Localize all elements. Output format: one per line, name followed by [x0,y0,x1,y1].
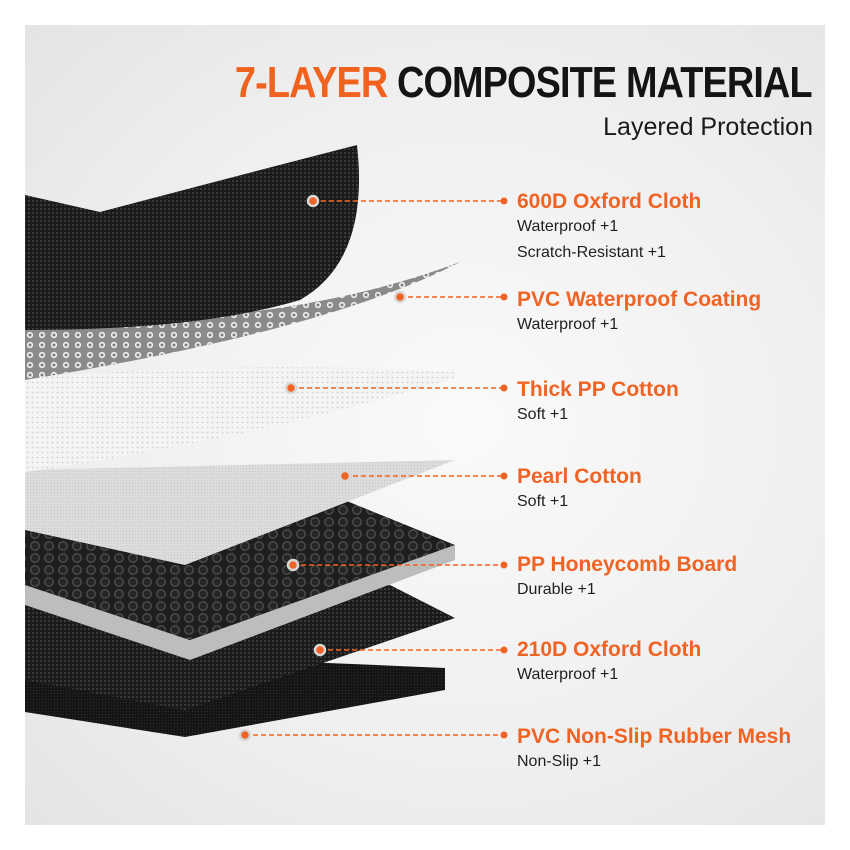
layer-feature: Soft +1 [517,406,569,423]
layer-name: 600D Oxford Cloth [517,190,702,213]
label-honeycomb: PP Honeycomb Board Durable +1 [517,553,737,603]
layer-name: Thick PP Cotton [517,378,679,401]
label-600d-oxford: 600D Oxford Cloth Waterproof +1 Scratch-… [517,190,701,266]
page-title: 7-LAYER COMPOSITE MATERIAL [235,58,813,108]
layer-name: 210D Oxford Cloth [517,638,702,661]
layer-name: PP Honeycomb Board [517,553,738,576]
callout-end-dots [500,197,508,739]
callout-lines [245,200,503,736]
layer-feature: Scratch-Resistant +1 [517,244,666,261]
layer-feature: Non-Slip +1 [517,753,602,770]
layer-name: PVC Waterproof Coating [517,288,762,311]
label-pearl-cotton: Pearl Cotton Soft +1 [517,465,642,515]
label-pvc-coating: PVC Waterproof Coating Waterproof +1 [517,288,761,338]
layer-feature: Waterproof +1 [517,218,619,235]
title-main: COMPOSITE MATERIAL [397,58,813,107]
layer-pvc-coating [25,262,460,380]
label-thick-pp-cotton: Thick PP Cotton Soft +1 [517,378,679,428]
label-rubber-mesh: PVC Non-Slip Rubber Mesh Non-Slip +1 [517,725,791,775]
layer-feature: Waterproof +1 [517,666,619,683]
layer-name: PVC Non-Slip Rubber Mesh [517,725,792,748]
layer-pearl-cotton [25,460,455,565]
layer-feature: Soft +1 [517,493,569,510]
label-210d-oxford: 210D Oxford Cloth Waterproof +1 [517,638,701,688]
layer-feature: Durable +1 [517,581,596,598]
layer-name: Pearl Cotton [517,465,642,488]
callout-dots [238,194,407,742]
layer-thick-pp-cotton [25,367,455,472]
layer-feature: Waterproof +1 [517,316,619,333]
page-subtitle: Layered Protection [603,113,813,141]
layer-600d-oxford [25,145,360,330]
title-accent: 7-LAYER [235,58,388,107]
layer-honeycomb-side [25,545,455,660]
